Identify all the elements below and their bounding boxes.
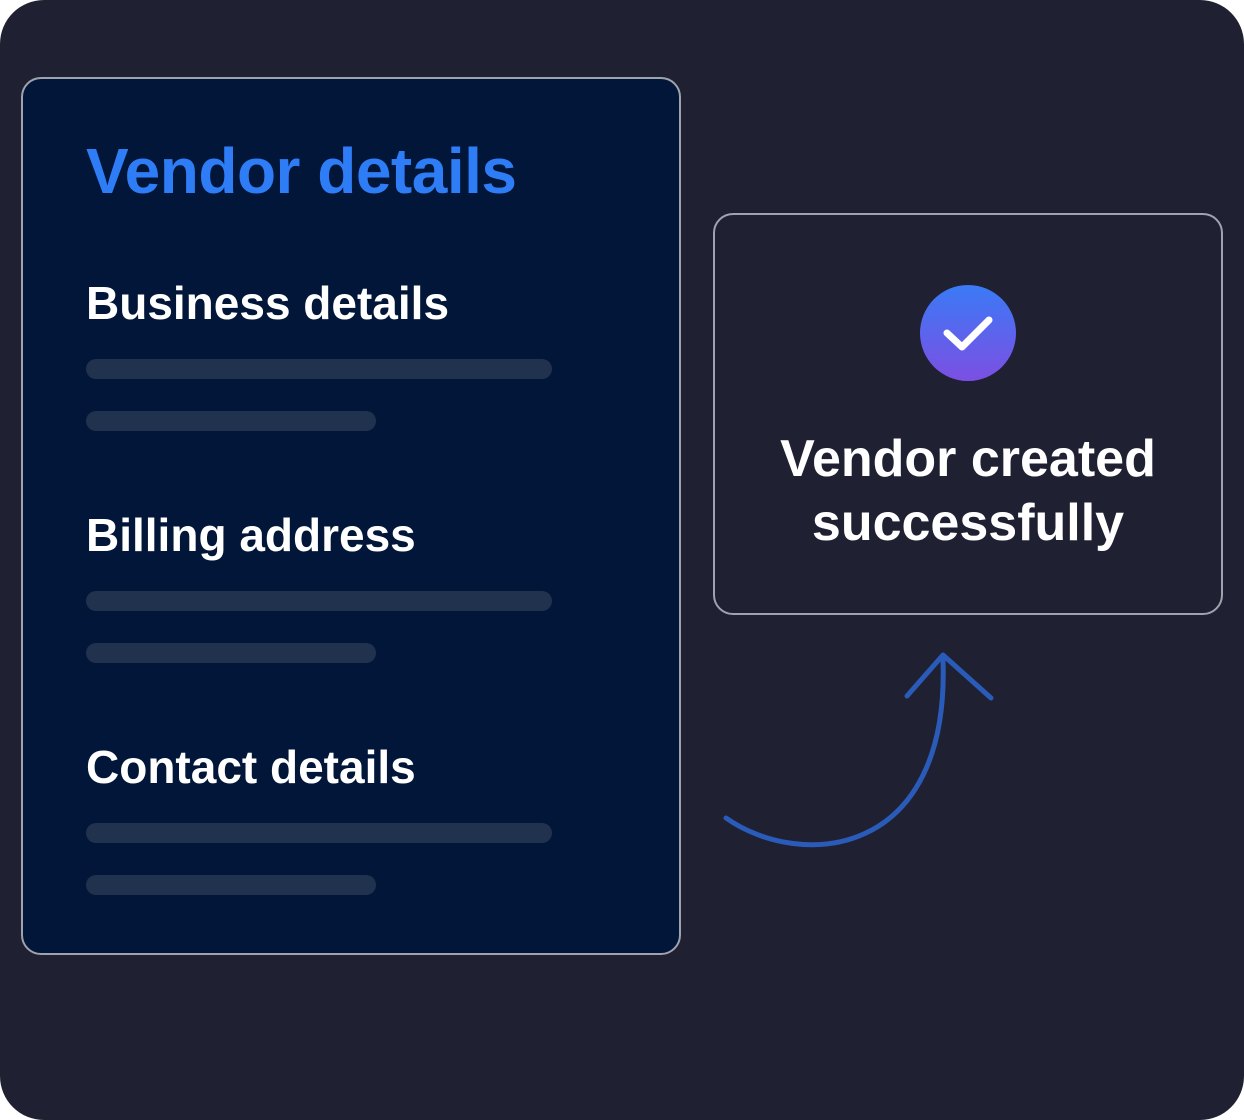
- section-heading-contact-details: Contact details: [86, 741, 416, 793]
- card-title: Vendor details: [86, 135, 517, 207]
- success-message: Vendor created successfully: [780, 430, 1156, 552]
- placeholder-line: [86, 359, 552, 379]
- placeholder-line: [86, 643, 376, 663]
- placeholder-line: [86, 591, 552, 611]
- check-circle-icon: [920, 285, 1016, 381]
- curved-arrow-icon: [723, 652, 994, 848]
- placeholder-line: [86, 411, 376, 431]
- vendor-details-card: Vendor details Business details Billing …: [21, 77, 681, 955]
- section-heading-business-details: Business details: [86, 277, 450, 329]
- placeholder-line: [86, 823, 552, 843]
- section-heading-billing-address: Billing address: [86, 509, 416, 561]
- placeholder-line: [86, 875, 376, 895]
- success-toast: Vendor created successfully: [713, 213, 1223, 615]
